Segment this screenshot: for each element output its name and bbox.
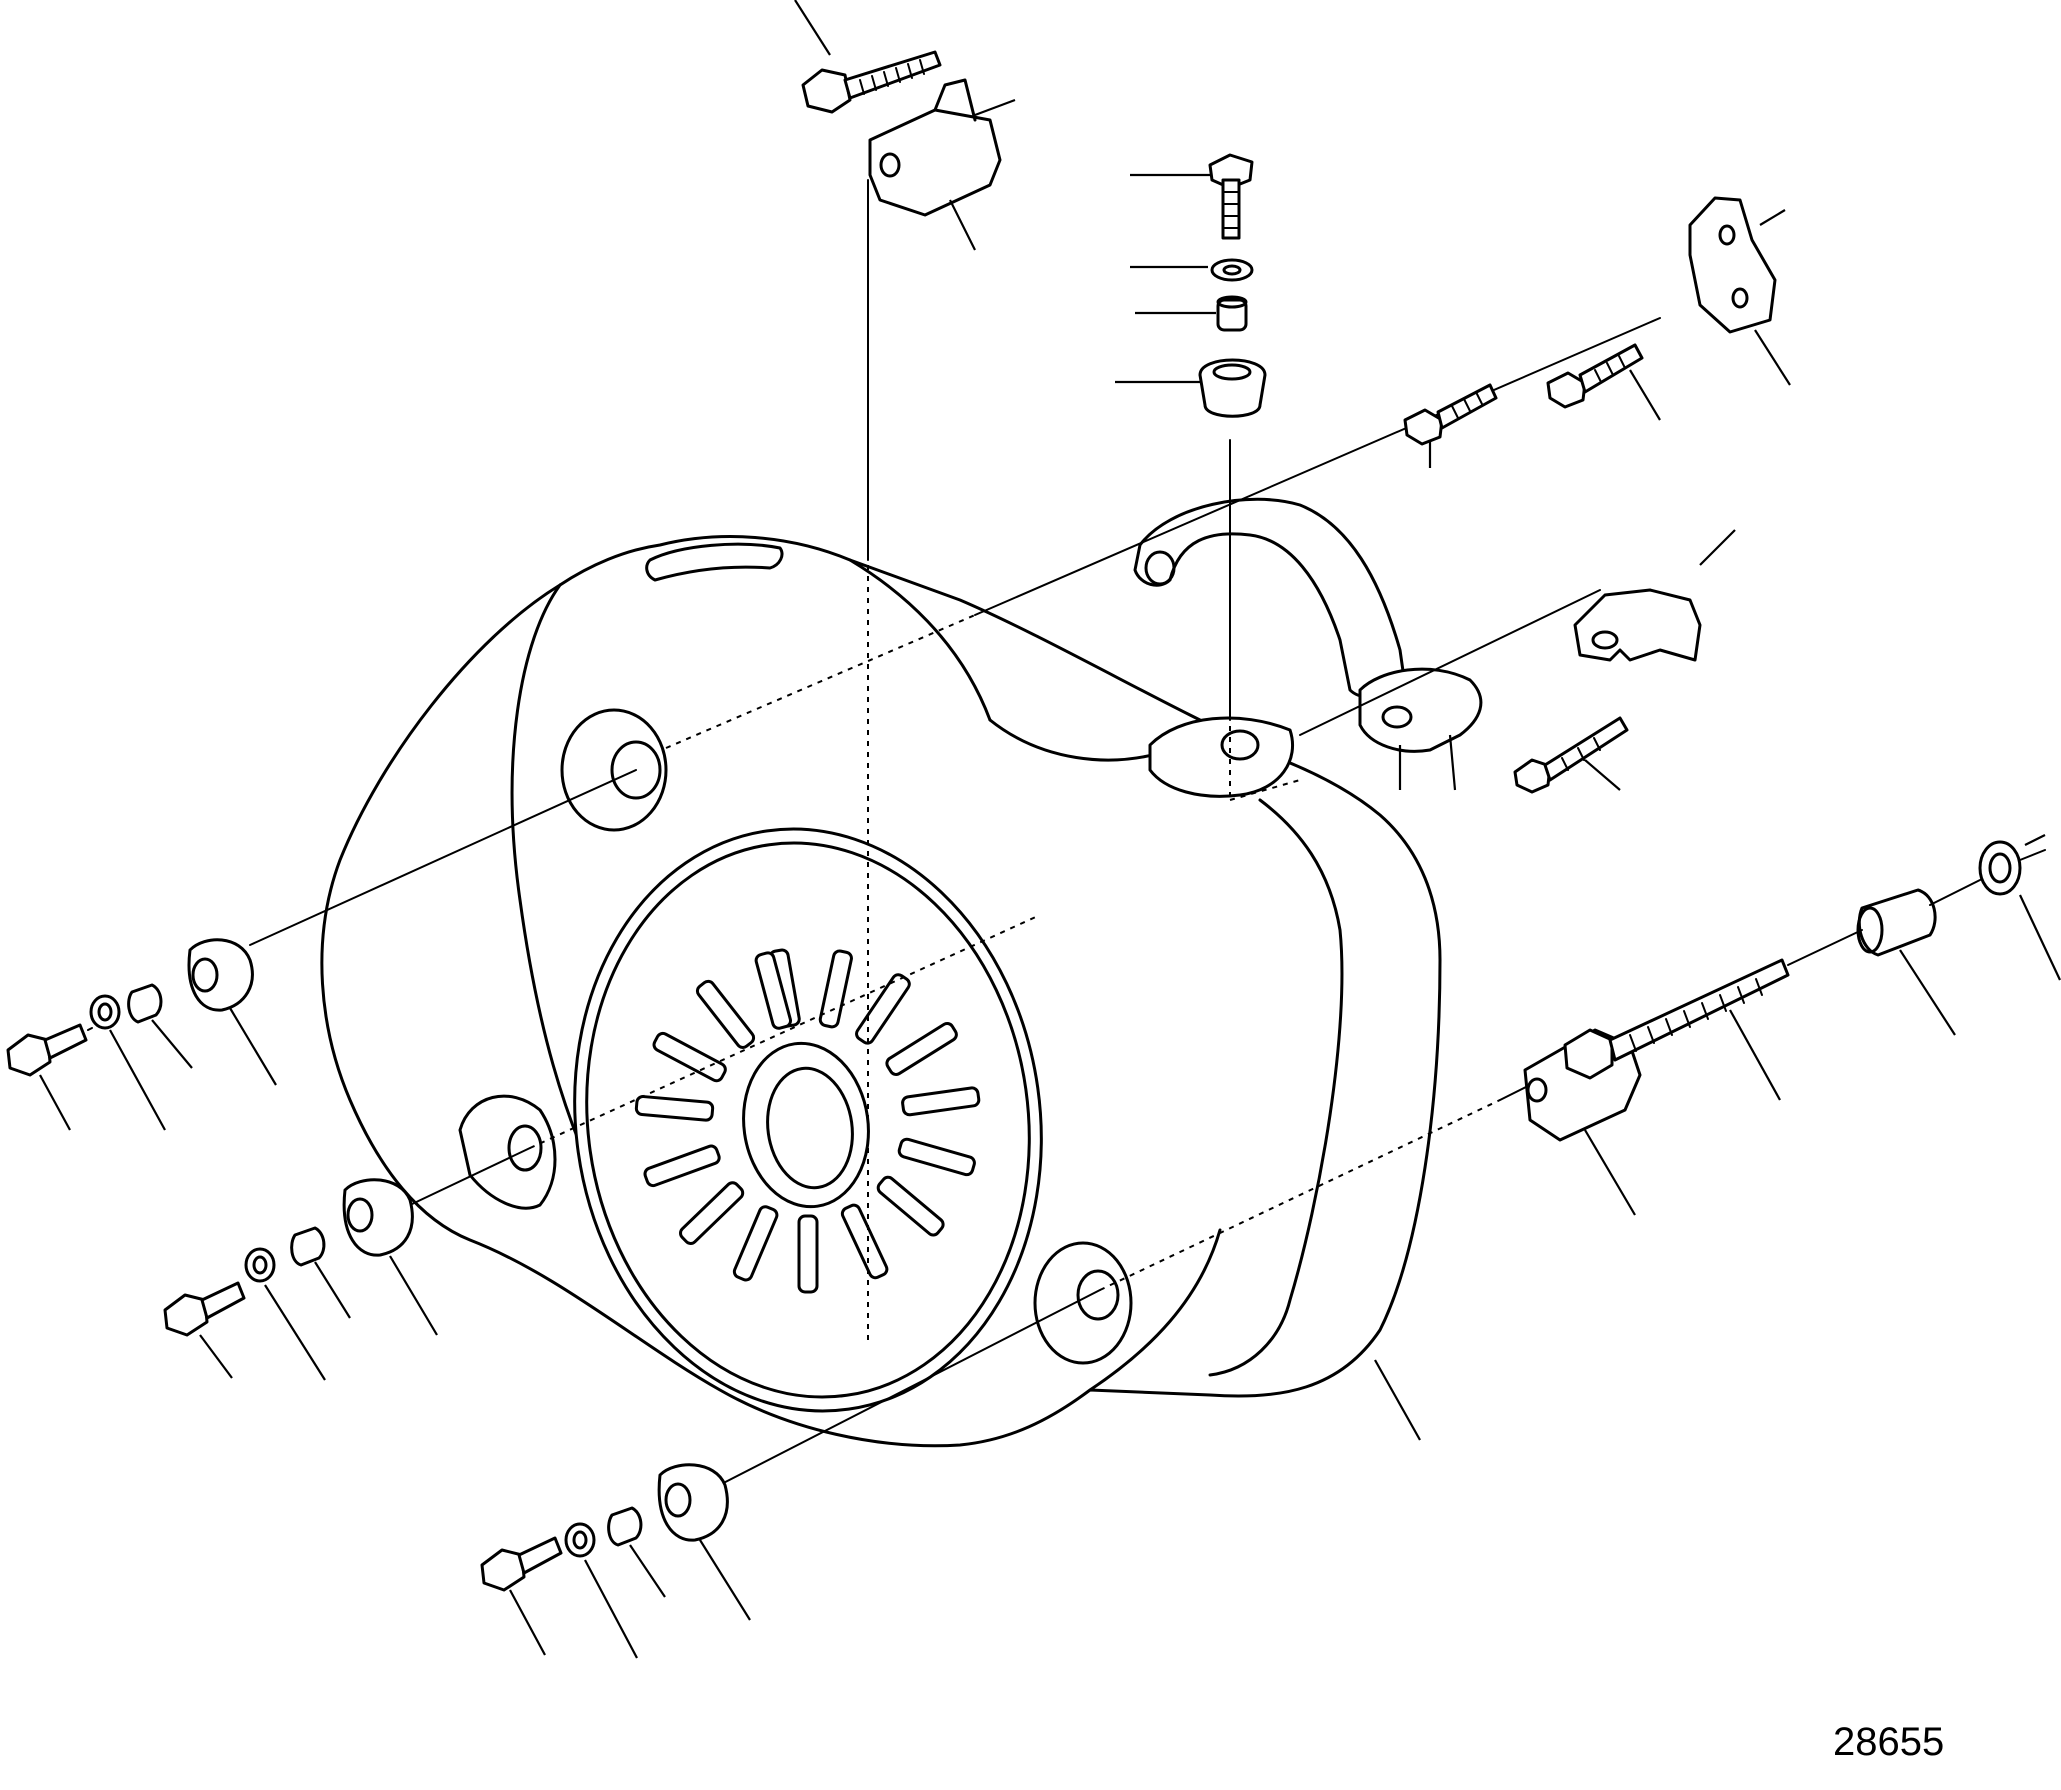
top-bracket-assembly	[801, 50, 1002, 217]
vertical-fastener-stack	[1198, 153, 1267, 418]
right-washer-nut	[1978, 840, 2022, 896]
right-top-bolt-lower	[1403, 383, 1498, 446]
right-top-bolt-upper	[1546, 343, 1644, 409]
vertical-spacer	[1216, 295, 1248, 332]
mid-right-bolt	[1513, 716, 1629, 794]
mid-right-bracket-assembly	[1513, 588, 1702, 794]
right-spacer	[1856, 888, 1937, 957]
figure-number: 28655	[1833, 1720, 1945, 1764]
left-fastener-set-lower	[480, 1463, 729, 1592]
left-fastener-set-middle	[163, 1178, 414, 1337]
leader-lines	[39, 0, 2061, 1659]
right-top-bracket-assembly	[1403, 196, 1777, 446]
curved-strap	[1133, 497, 1483, 753]
vent-slots	[634, 948, 981, 1294]
vertical-bolt	[1208, 153, 1254, 240]
long-bolt	[1563, 958, 1790, 1080]
left-fastener-set-upper	[6, 938, 254, 1077]
top-bolt	[801, 50, 942, 114]
vented-cover-disc	[573, 827, 1043, 1413]
vertical-washer	[1210, 258, 1254, 282]
vertical-grommet	[1198, 358, 1267, 418]
right-long-bolt-assembly	[1523, 840, 2046, 1142]
